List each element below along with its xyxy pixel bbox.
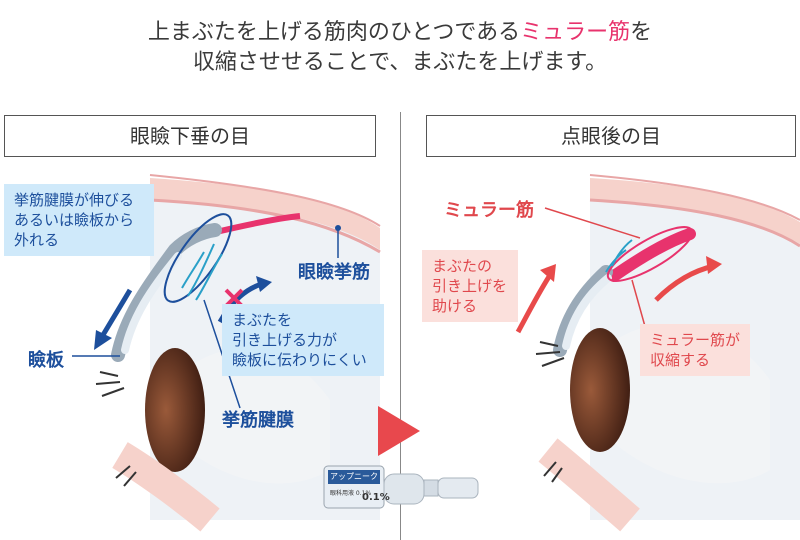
left-iris [145,348,205,472]
callout-line: ミュラー筋が [650,331,741,349]
callout-line: 助ける [432,297,478,315]
callout-help-lift: まぶたの 引き上げを 助ける [422,250,518,322]
callout-line: 収縮する [650,351,711,369]
left-panel-title: 眼瞼下垂の目 [4,115,376,157]
callout-line: 瞼板に伝わりにくい [232,351,367,369]
callout-aponeurosis-stretched: 挙筋腱膜が伸びる あるいは瞼板から 外れる [4,184,154,256]
left-levator-muscle [215,213,301,235]
blocked-cross-icon [224,288,244,308]
headline-accent: ミュラー筋 [520,20,631,45]
right-panel-title: 点眼後の目 [426,115,796,157]
headline-line-2: 収縮させせることで、まぶたを上げます。 [192,50,608,75]
right-muller-muscle [608,228,696,282]
right-tarsus [553,265,613,357]
label-tarsus: 瞼板 [28,350,64,371]
callout-line: 挙筋腱膜が伸びる [14,191,135,209]
right-iris [570,328,630,452]
callout-muller-contracts: ミュラー筋が 収縮する [640,324,750,376]
right-lift-arrow-icon [540,264,556,282]
transition-arrow-icon [378,406,420,456]
callout-line: あるいは瞼板から [14,211,135,229]
label-muller-muscle: ミュラー筋 [444,200,534,221]
eye-drop-vial-illustration [323,465,479,509]
callout-lift-force: まぶたを 引き上げる力が 瞼板に伝わりにくい [222,304,384,376]
panel-divider [400,112,401,540]
headline-line-1: 上まぶたを上げる筋肉のひとつであるミュラー筋を [147,20,653,45]
right-contract-arrow-icon [706,256,722,274]
vial-small-text: 眼科用液 0.1% [330,490,372,497]
left-tarsus [111,223,222,362]
left-down-arrow-icon [94,330,112,350]
vial-dose: 0.1% [362,492,390,503]
callout-line: まぶたの [432,257,493,275]
right-muller-highlight [606,226,694,282]
headline: 上まぶたを上げる筋肉のひとつであるミュラー筋を 収縮させせることで、まぶたを上げ… [0,18,800,78]
callout-line: 引き上げる力が [232,331,338,349]
callout-line: まぶたを [232,311,293,329]
callout-line: 引き上げを [432,277,508,295]
left-up-arrow-icon [256,276,272,292]
callout-line: 外れる [14,231,60,249]
label-aponeurosis: 挙筋腱膜 [222,410,294,431]
vial-brand: アップニーク [330,472,378,481]
left-lid-skin-layer [150,178,380,250]
label-levator-muscle: 眼瞼挙筋 [298,262,370,283]
